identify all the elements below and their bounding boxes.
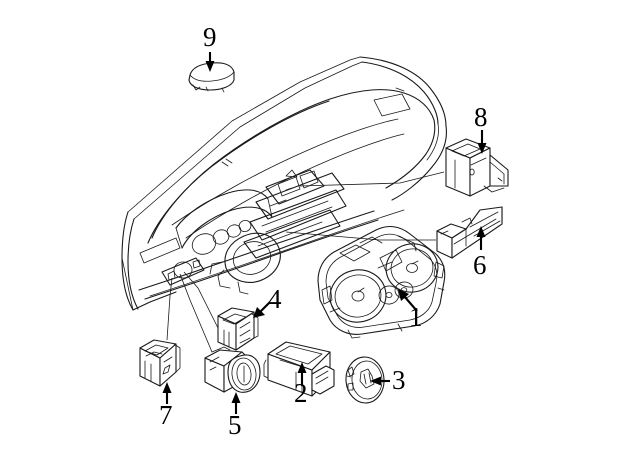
part-6-bar-switch <box>436 206 503 259</box>
part-3-round-cap <box>345 356 385 404</box>
callout-arrows <box>162 52 487 414</box>
callout-label-7: 7 <box>159 400 173 430</box>
callout-label-2: 2 <box>294 378 308 408</box>
callout-label-1: 1 <box>409 302 423 332</box>
callout-label-3: 3 <box>392 365 406 395</box>
dashboard-assembly <box>121 56 447 311</box>
part-7-square-switch <box>139 339 181 387</box>
part-9-cover-cap <box>188 62 235 93</box>
callout-label-4: 4 <box>268 284 282 314</box>
part-2-control-module <box>263 341 335 397</box>
callout-label-9: 9 <box>203 22 217 52</box>
leader-lines <box>166 171 445 353</box>
callout-label-5: 5 <box>228 410 242 440</box>
part-8-hazard-switch <box>445 138 509 197</box>
part-4-rocker-switch <box>217 307 259 351</box>
callout-label-8: 8 <box>474 102 488 132</box>
part-5-rotary-knob <box>204 346 261 393</box>
callout-label-6: 6 <box>473 250 487 280</box>
